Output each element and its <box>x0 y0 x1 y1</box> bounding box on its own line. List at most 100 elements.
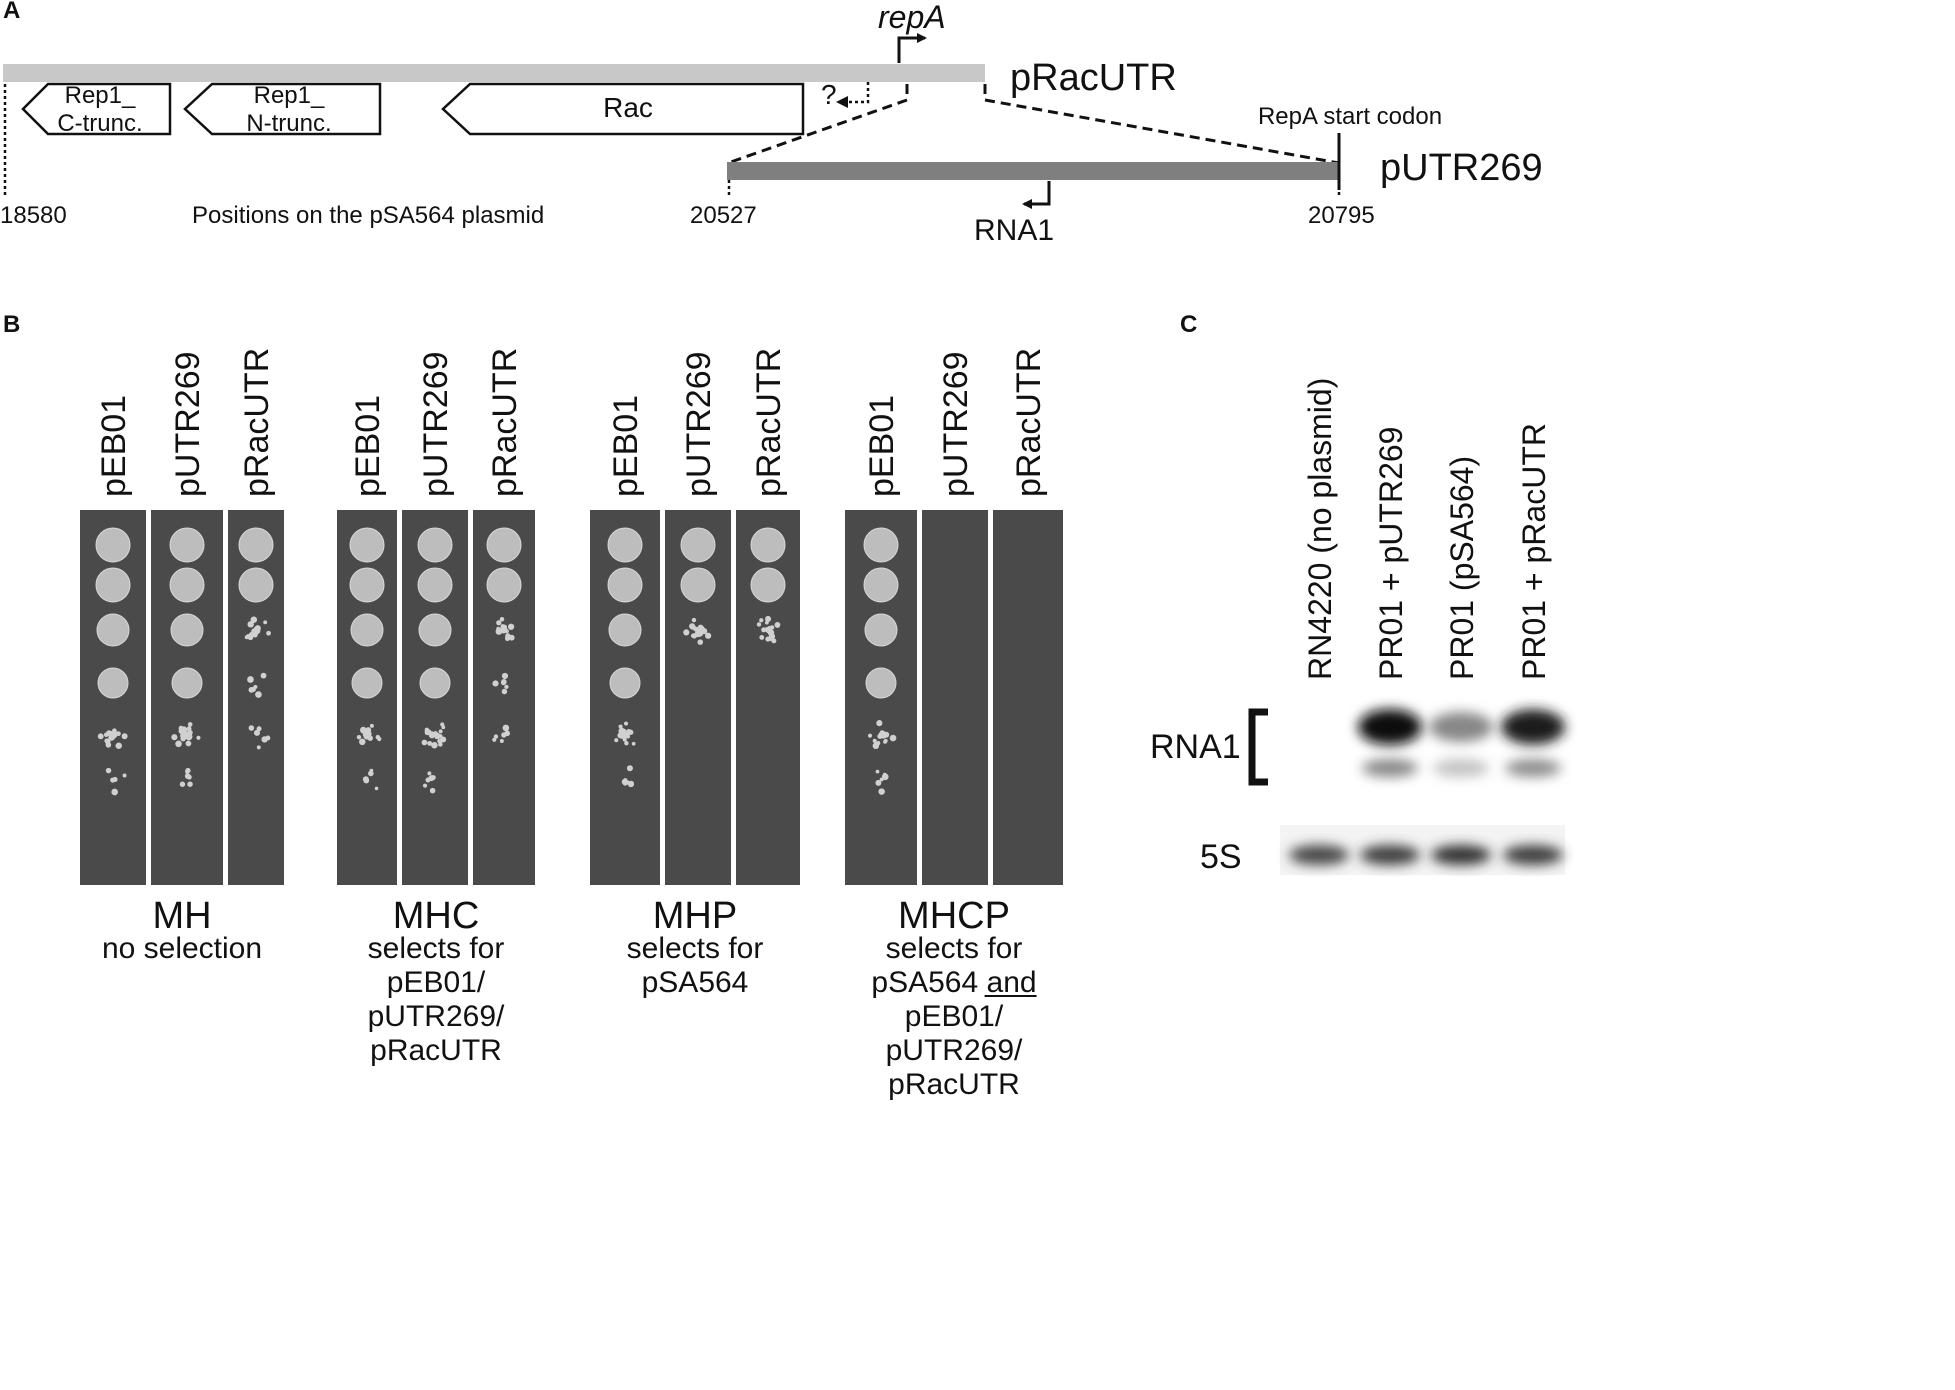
zoom-line-left <box>727 84 909 165</box>
colony <box>622 737 627 742</box>
colony <box>691 633 697 639</box>
medium-description: pSA564 <box>642 966 749 999</box>
colony <box>627 780 635 788</box>
colony-spot <box>171 667 203 699</box>
plate-column-label: pUTR269 <box>937 351 975 497</box>
rna1-band <box>1358 709 1422 745</box>
dotted-arrow <box>840 82 870 104</box>
colony <box>186 726 192 732</box>
colony <box>422 783 428 788</box>
colony <box>697 639 704 645</box>
lane-label: PR01 + pRacUTR <box>1516 423 1552 680</box>
plate-column-label: pUTR269 <box>417 351 455 497</box>
colony-spot <box>486 527 522 563</box>
ss-band <box>1503 845 1563 865</box>
panel-c-letter: C <box>1180 311 1197 338</box>
colony <box>496 628 502 634</box>
colony <box>879 777 884 782</box>
plate-column-label: pEB01 <box>863 395 901 497</box>
colony <box>368 770 374 777</box>
colony-spot <box>680 567 716 603</box>
panel-b-letter: B <box>3 311 20 338</box>
colony-spot <box>486 567 522 603</box>
colony <box>375 734 381 740</box>
colony-spot <box>609 667 641 699</box>
colony-spot <box>418 613 452 647</box>
colony-spot <box>95 567 131 603</box>
colony-spot <box>864 613 898 647</box>
colony <box>683 629 690 636</box>
colony <box>374 786 379 791</box>
colony <box>263 620 268 625</box>
rna1-band <box>1501 709 1565 745</box>
rna1-band <box>1429 712 1493 742</box>
colony <box>185 733 193 741</box>
colony <box>429 732 435 739</box>
colony <box>623 721 629 726</box>
ss-band <box>1289 845 1349 865</box>
colony <box>705 632 712 639</box>
colony <box>179 781 186 787</box>
colony <box>501 732 507 738</box>
colony <box>247 676 254 683</box>
rna1-minor-band <box>1505 759 1561 777</box>
colony <box>618 724 623 729</box>
medium-description: no selection <box>102 932 262 965</box>
colony <box>187 722 193 727</box>
colony-spot <box>750 527 786 563</box>
colony <box>187 781 193 787</box>
colony <box>256 745 261 750</box>
colony <box>266 630 271 636</box>
colony <box>622 732 629 739</box>
colony <box>492 680 499 687</box>
colony <box>621 778 629 785</box>
medium-description: selects for <box>886 932 1023 965</box>
rna1-arrow <box>1022 181 1051 209</box>
lane-label: PR01 (pSA564) <box>1444 456 1480 680</box>
colony <box>196 735 201 740</box>
colony <box>186 774 192 780</box>
medium-description: pRacUTR <box>370 1034 502 1067</box>
rna1-minor-band <box>1433 759 1489 777</box>
colony <box>759 618 764 623</box>
colony <box>689 625 695 630</box>
colony <box>260 672 267 679</box>
plate-column-label: pUTR269 <box>169 351 207 497</box>
pos-20795: 20795 <box>1308 202 1375 229</box>
colony-spot <box>865 667 897 699</box>
colony <box>369 723 374 728</box>
medium-description: pRacUTR <box>888 1068 1020 1101</box>
medium-description: selects for <box>627 932 764 965</box>
colony <box>624 740 629 746</box>
colony <box>438 734 443 739</box>
medium-description: pEB01/ <box>905 1000 1004 1033</box>
colony-spot <box>863 567 899 603</box>
ss-band <box>1360 845 1420 865</box>
colony <box>761 627 767 633</box>
colony <box>492 737 497 742</box>
zoom-line-right <box>983 84 1340 165</box>
colony-spot <box>750 567 786 603</box>
gene-rac <box>441 82 805 136</box>
colony <box>185 770 189 774</box>
panel-a-letter: A <box>3 0 20 24</box>
plate-strip <box>922 510 988 885</box>
colony <box>440 736 447 743</box>
colony <box>427 771 432 776</box>
colony <box>507 623 515 630</box>
colony <box>878 788 885 795</box>
colony <box>178 725 184 731</box>
gene-rep1-c-label-2: C-trunc. <box>57 110 142 137</box>
colony <box>248 725 255 731</box>
colony <box>696 630 704 637</box>
colony <box>430 775 436 781</box>
colony <box>105 767 112 774</box>
colony <box>247 621 254 628</box>
colony-spot <box>419 667 451 699</box>
lane-label: PR01 + pUTR269 <box>1373 427 1409 680</box>
colony <box>770 625 775 630</box>
colony <box>499 617 505 622</box>
colony <box>110 731 118 739</box>
colony <box>867 733 873 738</box>
